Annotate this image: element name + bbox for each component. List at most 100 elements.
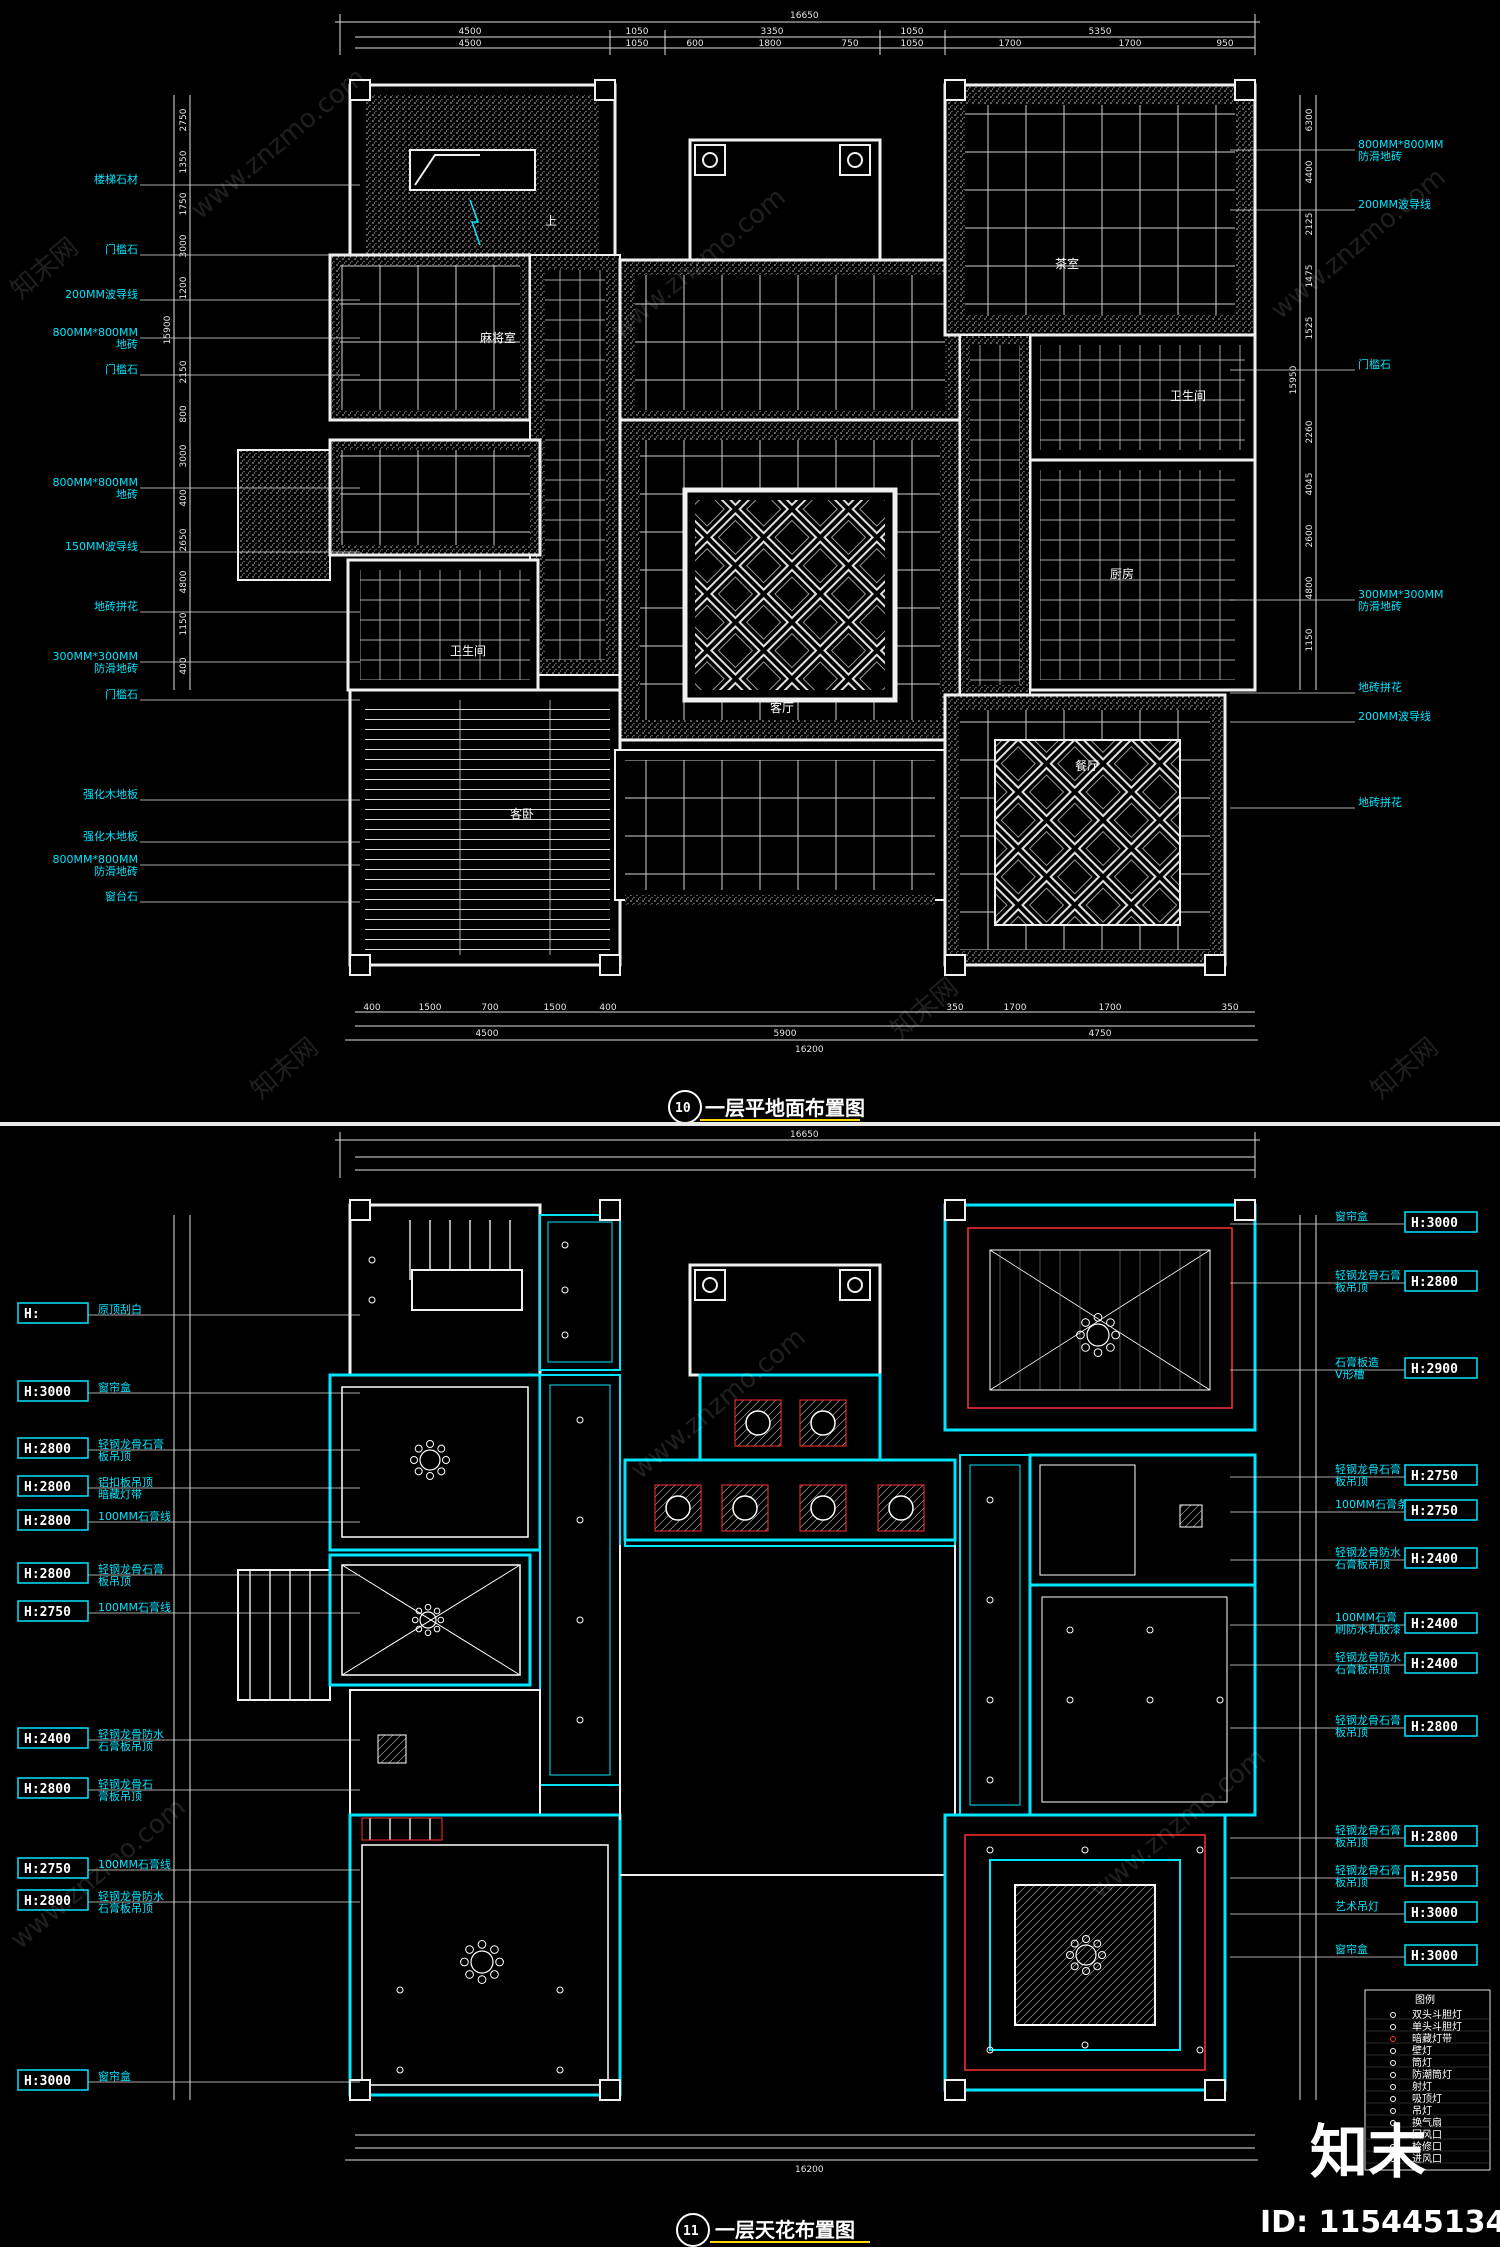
top-dim-value: 5350 [1089, 27, 1112, 37]
bottom-dim-value: 1500 [544, 1003, 567, 1013]
bottom-dim-value: 1700 [1099, 1003, 1122, 1013]
room-bathroom-left: 卫生间 [450, 644, 486, 658]
room-bathroom-right: 卫生间 [1170, 389, 1206, 403]
top-dim-value: 600 [686, 39, 703, 49]
height-tag: H:2750 [1411, 1469, 1458, 1484]
ceiling-legend: 图例 双头斗胆灯单头斗胆灯暗藏灯带壁灯筒灯防潮筒灯射灯吸顶灯吊灯换气扇回风口检修… [1364, 1989, 1491, 2171]
ceiling-bottom-dim-total: 16200 [795, 2165, 824, 2175]
ceiling-ornament-icon [810, 1410, 836, 1436]
downlight-icon [1081, 2041, 1089, 2049]
left-dim-value: 1150 [179, 612, 189, 635]
right-dim-value: 2125 [1305, 213, 1315, 236]
top-dim-value: 1050 [901, 39, 924, 49]
left-dim-value: 2650 [179, 528, 189, 551]
ceiling-left-label: 轻钢龙骨石膏板吊顶 [98, 1562, 164, 1588]
downlight-icon [556, 1986, 564, 1994]
right-dim-value: 4045 [1305, 473, 1315, 496]
ceiling-right-label: 轻钢龙骨防水石膏板吊顶 [1335, 1650, 1401, 1676]
chandelier-arm-icon [1106, 1318, 1115, 1327]
ceiling-top-dim-total: 16650 [790, 1130, 819, 1140]
chandelier-arm-icon [1106, 1343, 1115, 1352]
top-dim-value: 950 [1216, 39, 1233, 49]
downlight-icon [368, 1296, 376, 1304]
chandelier-arm-icon [490, 1970, 499, 1979]
height-tag: H:3000 [24, 2074, 71, 2089]
downlight-icon [561, 1241, 569, 1249]
right-label: 地砖拼花 [1358, 680, 1402, 694]
ceiling-ornament-icon [665, 1495, 691, 1521]
room-tea: 茶室 [1055, 256, 1079, 271]
walls: 上 麻将室 卫生间 客卧 [237, 79, 1257, 976]
ceiling-right-label: 轻钢龙骨防水石膏板吊顶 [1335, 1545, 1401, 1571]
height-tag: H:2800 [24, 1567, 71, 1582]
height-tag: H:2950 [1411, 1870, 1458, 1885]
height-tag: H:2800 [24, 1480, 71, 1495]
left-label: 门槛石 [105, 362, 138, 376]
height-tag: H:3000 [24, 1385, 71, 1400]
bottom-dim-value: 700 [481, 1003, 498, 1013]
right-dim-value: 6300 [1305, 108, 1315, 131]
ceiling-right-label: 轻钢龙骨石膏板吊顶 [1335, 1268, 1401, 1294]
chandelier-arm-icon [1093, 1313, 1103, 1322]
image-id: ID: 1154451340 [1260, 2205, 1500, 2240]
downlight-icon [986, 1596, 994, 1604]
chandelier-arm-icon [460, 1957, 469, 1967]
downlight-icon [1146, 1696, 1154, 1704]
chandelier-arm-icon [414, 1444, 423, 1453]
ceiling-ornament-icon [745, 1410, 771, 1436]
right-dim-value: 4400 [1305, 160, 1315, 183]
chandelier-icon [419, 1611, 437, 1629]
ceiling-left-label: 100MM石膏线 [98, 1857, 171, 1871]
downlight-icon [561, 1286, 569, 1294]
top-dim-value: 1700 [1119, 39, 1142, 49]
right-label: 门槛石 [1358, 357, 1391, 371]
ceiling-right-label: 窗帘盒 [1335, 1942, 1368, 1956]
ceiling-ornament-icon [732, 1495, 758, 1521]
height-tag: H:2800 [1411, 1275, 1458, 1290]
top-dim-value: 1700 [999, 39, 1022, 49]
right-dim-value: 15950 [1289, 365, 1299, 394]
ceiling-plan-title-text: 一层天花布置图 [715, 2218, 855, 2242]
chandelier-arm-icon [465, 1945, 474, 1954]
height-tag: H:3000 [1411, 1216, 1458, 1231]
bottom-dim-total: 16200 [795, 1045, 824, 1055]
left-label: 强化木地板 [83, 787, 138, 801]
chandelier-arm-icon [495, 1957, 504, 1967]
watermark-url: www.znzmo.com [185, 62, 371, 225]
bottom-dim-value: 350 [1221, 1003, 1238, 1013]
height-tag: H: [24, 1307, 40, 1322]
top-dim-value: 750 [841, 39, 858, 49]
left-dim-value: 1350 [179, 150, 189, 173]
ceiling-right-label: 轻钢龙骨石膏板吊顶 [1335, 1863, 1401, 1889]
chandelier-arm-icon [433, 1607, 441, 1615]
bottom-dimension-lines [345, 1011, 1258, 1041]
left-label: 地砖拼花 [94, 599, 138, 613]
downlight-icon [1216, 1696, 1224, 1704]
height-tag: H:2800 [24, 1782, 71, 1797]
sheet-divider [0, 1122, 1500, 1126]
height-tag: H:2750 [1411, 1504, 1458, 1519]
downlight-icon [396, 1986, 404, 1994]
ceiling-left-label: 轻钢龙骨石膏板吊顶 [98, 1437, 164, 1463]
ceiling-left-label: 原顶刮白 [98, 1302, 142, 1316]
ceiling-plan: 16650 [17, 1130, 1491, 2247]
chandelier-arm-icon [1081, 1318, 1090, 1327]
downlight-icon [396, 2066, 404, 2074]
ceiling-light-fixtures [368, 1241, 1224, 2074]
left-dim-value: 3000 [179, 234, 189, 257]
left-label: 150MM波导线 [65, 539, 138, 553]
ceiling-left-label: 100MM石膏线 [98, 1600, 171, 1614]
left-dim-value: 400 [179, 489, 189, 506]
downlight-icon [986, 1696, 994, 1704]
ceiling-plan-number: 11 [683, 2224, 699, 2239]
chandelier-arm-icon [1093, 1348, 1103, 1357]
height-tag: H:2800 [24, 1514, 71, 1529]
